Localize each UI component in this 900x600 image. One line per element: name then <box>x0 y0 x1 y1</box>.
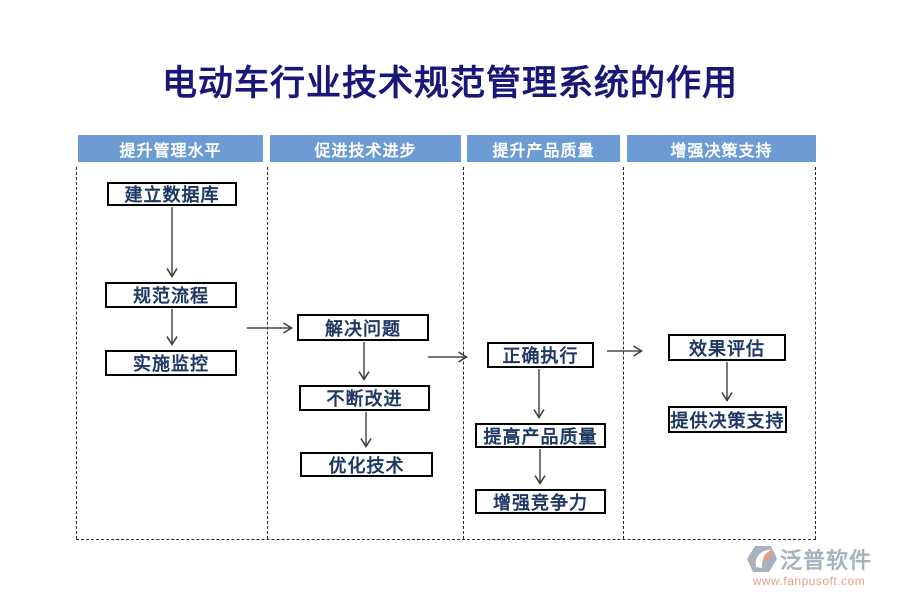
watermark: 泛普软件 www.fanpusoft.com <box>734 543 884 588</box>
divider-col3-col4 <box>623 167 624 539</box>
divider-col2-col3 <box>463 167 464 539</box>
flow-box-continuous-improve: 不断改进 <box>299 385 430 411</box>
flow-box-enhance-competitive: 增强竞争力 <box>475 489 606 514</box>
column-header-management: 提升管理水平 <box>78 135 263 162</box>
divider-col1-col2 <box>267 167 268 539</box>
flow-box-solve-problems: 解决问题 <box>297 314 429 341</box>
divider-bottom-edge <box>76 539 816 540</box>
flow-box-optimize-technology: 优化技术 <box>300 452 433 477</box>
watermark-url: www.fanpusoft.com <box>752 574 866 588</box>
flow-box-implement-monitor: 实施监控 <box>105 350 237 376</box>
flow-box-standardize-process: 规范流程 <box>105 282 237 308</box>
diagram-title: 电动车行业技术规范管理系统的作用 <box>161 64 738 103</box>
flow-box-decision-support: 提供决策支持 <box>668 406 787 433</box>
column-header-decision: 增强决策支持 <box>627 135 816 162</box>
flow-box-effect-evaluation: 效果评估 <box>668 334 786 361</box>
fanpu-logo-icon <box>746 546 777 572</box>
column-header-quality: 提升产品质量 <box>467 135 620 162</box>
flow-box-improve-quality: 提高产品质量 <box>475 423 606 448</box>
watermark-brand: 泛普软件 <box>779 548 872 573</box>
column-header-technology: 促进技术进步 <box>270 135 461 162</box>
divider-left-edge <box>76 167 77 539</box>
flow-box-correct-execution: 正确执行 <box>487 342 594 368</box>
divider-right-edge <box>815 167 816 539</box>
flow-box-build-database: 建立数据库 <box>107 182 237 206</box>
